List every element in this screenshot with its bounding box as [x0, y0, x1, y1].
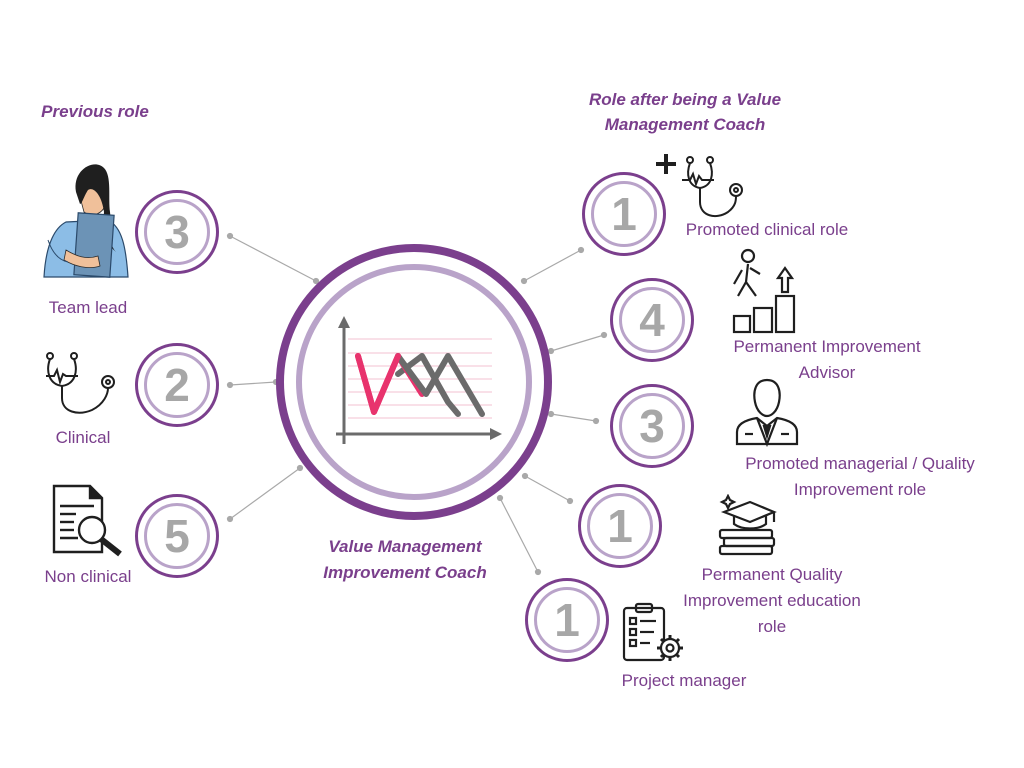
career-steps-icon	[732, 248, 796, 334]
education-role-count-circle: 1	[578, 484, 662, 568]
non-clinical-label: Non clinical	[44, 567, 132, 586]
education-role-label: Permanent Quality Improvement education …	[662, 562, 882, 640]
managerial-label: Promoted managerial / Quality Improvemen…	[720, 451, 1000, 503]
center-inner-ring	[296, 264, 532, 500]
managerial-label-line1: Promoted managerial / Quality	[745, 454, 975, 473]
education-role-label-line1: Permanent Quality	[701, 565, 843, 584]
center-coach-circle	[276, 244, 552, 520]
businessman-icon	[735, 378, 799, 448]
promoted-clinical-count-circle: 1	[582, 172, 666, 256]
project-manager-label: Project manager	[621, 671, 747, 690]
education-role-label-line2: Improvement education	[683, 591, 861, 610]
education-role-count: 1	[587, 493, 653, 559]
improvement-advisor-label: Permanent Improvement Advisor	[712, 334, 942, 386]
team-lead-count-circle: 3	[135, 190, 219, 274]
after-role-heading-line1: Role after being a Value	[588, 90, 782, 109]
clinical-count-circle: 2	[135, 343, 219, 427]
stethoscope-icon	[46, 352, 115, 414]
center-label: Value Management Improvement Coach	[300, 534, 510, 586]
non-clinical-count-circle: 5	[135, 494, 219, 578]
team-lead-label: Team lead	[48, 298, 128, 317]
managerial-count-circle: 3	[610, 384, 694, 468]
center-label-line1: Value Management	[328, 537, 482, 556]
managerial-count: 3	[619, 393, 685, 459]
improvement-advisor-label-line2: Advisor	[798, 363, 856, 382]
trend-chart-icon	[336, 316, 502, 444]
managerial-label-line2: Improvement role	[793, 480, 927, 499]
project-manager-count: 1	[534, 587, 600, 653]
improvement-advisor-count-circle: 4	[610, 278, 694, 362]
improvement-advisor-count: 4	[619, 287, 685, 353]
woman-with-folder-icon	[43, 164, 129, 278]
document-search-icon	[52, 484, 122, 557]
checklist-gear-icon	[622, 602, 683, 662]
non-clinical-count: 5	[144, 503, 210, 569]
clinical-label: Clinical	[55, 428, 111, 447]
after-role-heading-line2: Management Coach	[604, 115, 766, 134]
graduation-books-icon	[718, 494, 777, 556]
team-lead-count: 3	[144, 199, 210, 265]
project-manager-count-circle: 1	[525, 578, 609, 662]
clinical-count: 2	[144, 352, 210, 418]
improvement-advisor-label-line1: Permanent Improvement	[733, 337, 921, 356]
promoted-clinical-label: Promoted clinical role	[685, 220, 849, 239]
education-role-label-line3: role	[757, 617, 787, 636]
promoted-clinical-count: 1	[591, 181, 657, 247]
previous-role-heading: Previous role	[41, 102, 149, 121]
after-role-heading: Role after being a Value Management Coac…	[560, 87, 810, 137]
center-label-line2: Improvement Coach	[323, 563, 487, 582]
stethoscope-plus-icon	[656, 154, 743, 218]
